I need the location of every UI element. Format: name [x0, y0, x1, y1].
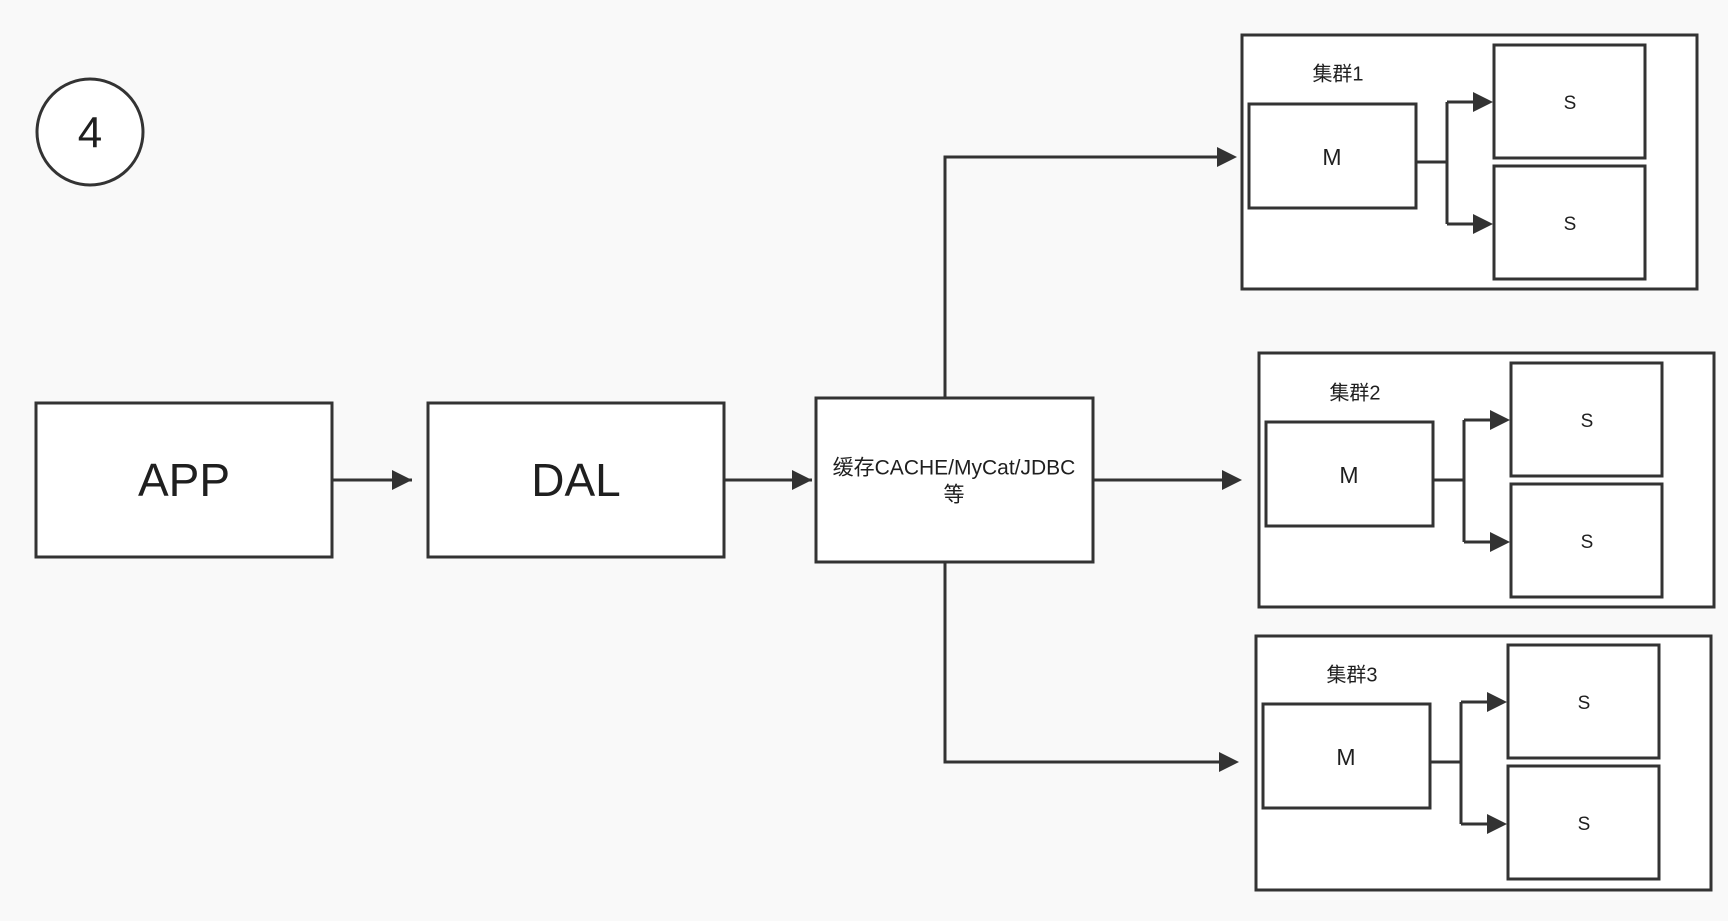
edge-cache-to-cluster2 — [1092, 470, 1242, 490]
step-badge: 4 — [35, 77, 145, 187]
cluster-1-slave-2-label: S — [1564, 214, 1577, 235]
cluster-group-2[interactable]: 集群2 M S S — [1257, 351, 1716, 609]
edge-app-to-dal — [332, 470, 412, 490]
edge-cache-to-cluster1 — [943, 147, 1237, 398]
cluster-1-label: 集群1 — [1312, 62, 1363, 85]
cluster-1-slave-2[interactable]: S — [1492, 164, 1647, 281]
cluster-2-master-label: M — [1339, 462, 1358, 488]
edge-dal-to-cache — [723, 470, 812, 490]
cluster-3-master-label: M — [1336, 744, 1355, 770]
cluster-1-slave-1-label: S — [1564, 93, 1577, 114]
cluster-3-master[interactable]: M — [1261, 702, 1432, 810]
cluster-group-1[interactable]: 集群1 M S — [1240, 33, 1699, 291]
step-badge-label: 4 — [78, 109, 102, 158]
cluster-2-slave-1[interactable]: S — [1509, 361, 1664, 478]
cluster-1-master[interactable]: M — [1247, 102, 1418, 210]
node-app-label: APP — [138, 454, 230, 506]
cluster-group-3[interactable]: 集群3 M S S — [1254, 634, 1713, 892]
node-cache[interactable]: 缓存CACHE/MyCat/JDBC 等 — [814, 396, 1095, 564]
edge-cache-to-cluster3 — [943, 562, 1239, 772]
cluster-2-slave-2-label: S — [1581, 532, 1594, 553]
node-app[interactable]: APP — [34, 401, 334, 559]
cluster-3-slave-1-label: S — [1578, 693, 1591, 714]
cluster-1-fork-edges — [1416, 92, 1493, 234]
cluster-3-slave-2[interactable]: S — [1506, 764, 1661, 881]
cluster-2-slave-1-label: S — [1581, 411, 1594, 432]
cluster-2-slave-2[interactable]: S — [1509, 482, 1664, 599]
cluster-3-slave-2-label: S — [1578, 814, 1591, 835]
cluster-3-fork-edges — [1430, 692, 1507, 834]
cluster-1-master-label: M — [1322, 144, 1341, 170]
cluster-2-master[interactable]: M — [1264, 420, 1435, 528]
cluster-3-slave-1[interactable]: S — [1506, 643, 1661, 760]
node-cache-label-line2: 等 — [944, 484, 965, 507]
cluster-2-label: 集群2 — [1329, 381, 1380, 404]
node-cache-label-line1: 缓存CACHE/MyCat/JDBC — [833, 457, 1076, 480]
cluster-3-label: 集群3 — [1326, 663, 1377, 686]
cluster-1-slave-1[interactable]: S — [1492, 43, 1647, 160]
node-dal[interactable]: DAL — [426, 401, 726, 559]
cluster-2-fork-edges — [1433, 410, 1510, 552]
node-dal-label: DAL — [531, 454, 620, 506]
